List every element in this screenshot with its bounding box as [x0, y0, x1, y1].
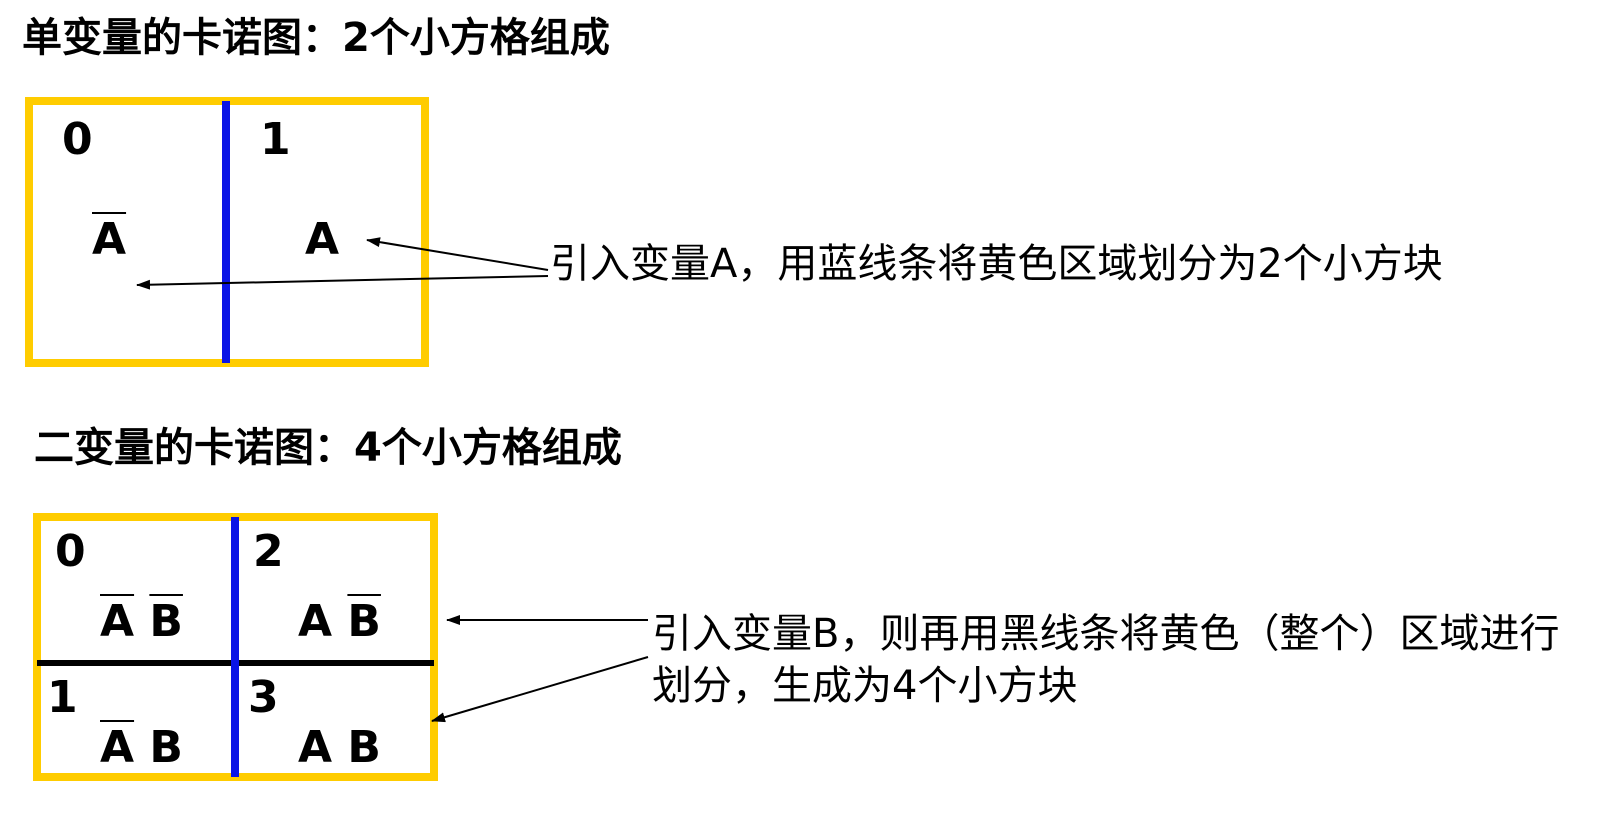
arrow-to-a [366, 237, 549, 271]
cell-index-0: 0 [55, 526, 86, 577]
term-a-b-bar: A B [298, 596, 381, 647]
two-variable-title: 二变量的卡诺图：4个小方格组成 [34, 425, 622, 471]
arrow-to-a-complement [136, 275, 549, 290]
term-a-b: A B [298, 722, 381, 773]
arrow-to-map-lower [431, 656, 649, 723]
cell-index-1: 1 [47, 672, 78, 723]
term-a-bar-b: A B [100, 722, 183, 773]
blue-divider-line [222, 101, 230, 363]
single-variable-note: 引入变量A，用蓝线条将黄色区域划分为2个小方块 [550, 241, 1443, 287]
term-a-bar-b-bar: A B [100, 596, 183, 647]
cell-index-1: 1 [260, 114, 291, 165]
term-a-complement: A [92, 214, 127, 265]
single-variable-title: 单变量的卡诺图：2个小方格组成 [22, 15, 610, 61]
cell-index-2: 2 [253, 526, 284, 577]
term-a: A [305, 214, 340, 265]
cell-index-3: 3 [248, 672, 279, 723]
cell-index-0: 0 [62, 114, 93, 165]
two-variable-note: 引入变量B，则再用黑线条将黄色（整个）区域进行划分，生成为4个小方块 [652, 611, 1560, 709]
blue-divider-line-2 [231, 517, 239, 777]
